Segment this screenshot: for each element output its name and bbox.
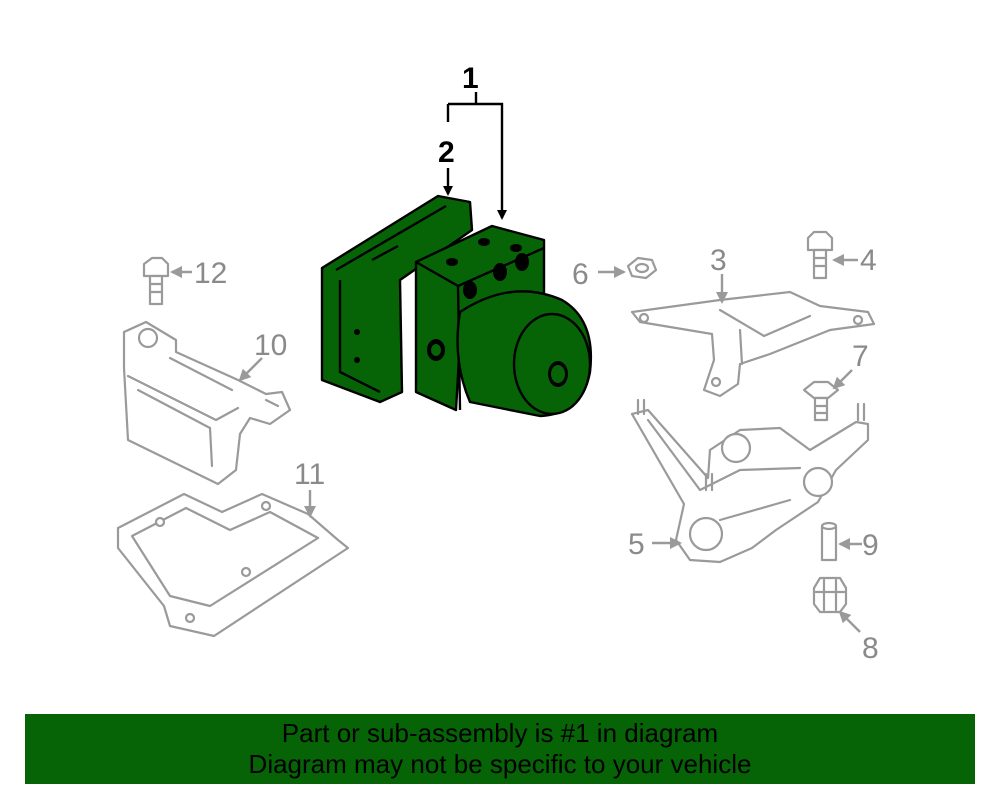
callout-4: 4 bbox=[860, 244, 877, 277]
abs-modulator-assembly[interactable] bbox=[320, 194, 593, 418]
callout-3: 3 bbox=[710, 244, 727, 277]
callout-2: 2 bbox=[438, 136, 455, 169]
parts-diagram: 1 2 12 10 11 6 bbox=[116, 62, 879, 665]
mounting-plate-11[interactable] bbox=[116, 492, 350, 638]
callout-1: 1 bbox=[462, 62, 479, 95]
grommet-8[interactable] bbox=[812, 576, 848, 614]
abs-control-module[interactable] bbox=[320, 194, 474, 404]
pin-9[interactable] bbox=[820, 521, 838, 562]
sensor-module-10[interactable] bbox=[122, 320, 292, 486]
callout-5: 5 bbox=[628, 528, 645, 561]
callout-12: 12 bbox=[194, 257, 227, 290]
bolt-7[interactable] bbox=[802, 380, 840, 422]
callout-8: 8 bbox=[862, 632, 879, 665]
callout-6: 6 bbox=[572, 258, 589, 291]
nut-6[interactable] bbox=[626, 256, 658, 280]
bolt-4[interactable] bbox=[806, 230, 834, 280]
banner-line-2: Diagram may not be specific to your vehi… bbox=[248, 749, 752, 779]
callout-10: 10 bbox=[254, 329, 287, 362]
mounting-bracket-5[interactable] bbox=[630, 398, 870, 564]
bolt-12[interactable] bbox=[142, 256, 170, 306]
callout-9: 9 bbox=[862, 529, 879, 562]
callout-7: 7 bbox=[852, 340, 869, 373]
callout-11: 11 bbox=[294, 458, 325, 491]
info-banner: Part or sub-assembly is #1 in diagram Di… bbox=[25, 714, 975, 784]
bracket-3[interactable] bbox=[630, 290, 876, 398]
callout-1-leader bbox=[448, 102, 507, 220]
banner-line-1: Part or sub-assembly is #1 in diagram bbox=[281, 718, 719, 748]
